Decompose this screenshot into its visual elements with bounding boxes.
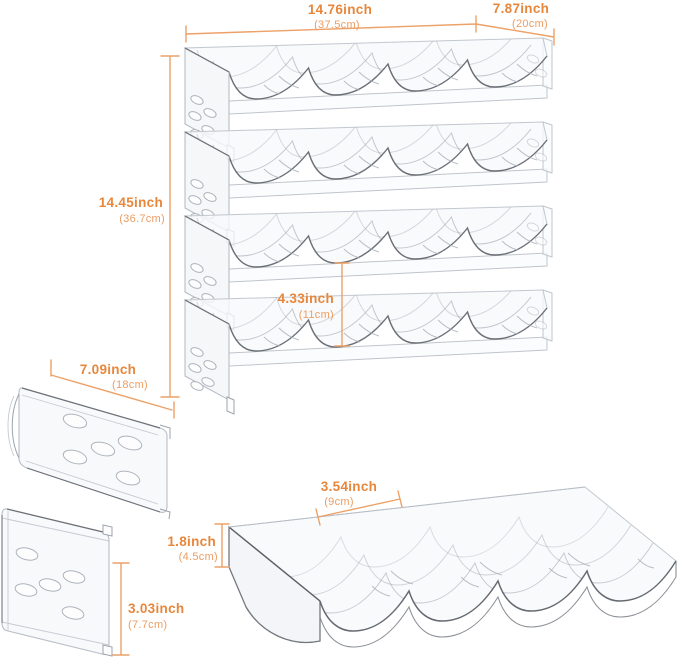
panel-width-label-cm: (18cm) [112,379,148,391]
width-label-inch: 14.76inch [308,2,372,17]
slot-width-label-inch: 3.54inch [321,479,377,494]
panel-width-label-inch: 7.09inch [80,362,136,377]
slot-width-label-cm: (9cm) [324,496,354,508]
tray-height-label-cm: (4.5cm) [179,551,218,563]
panel-width-dimension-line [50,359,175,419]
depth-label-inch: 7.87inch [493,1,549,16]
depth-label-cm: (20cm) [512,18,548,30]
height-label-inch: 14.45inch [99,195,163,210]
clearance-label-cm: (11cm) [299,309,334,321]
tray-height-label-inch: 1.8inch [167,534,216,549]
side-panel-tilted-illustration [7,387,171,520]
height-label-cm: (36.7cm) [119,213,165,225]
clearance-dimension-line [334,262,350,347]
panel-height-dimension-line [112,562,130,656]
single-tier-tray-illustration [228,486,677,648]
slot-width-dimension-line [315,490,403,526]
side-panel-front-illustration [1,508,113,657]
clearance-label-inch: 4.33inch [278,291,334,306]
tray-height-dimension-line [214,523,230,568]
width-label-cm: (37.5cm) [314,19,360,31]
height-dimension-line [160,55,180,398]
depth-dimension-line [475,23,555,46]
panel-height-label-cm: (7.7cm) [128,619,167,631]
panel-height-label-inch: 3.03inch [128,601,184,616]
stacked-organizer-illustration [185,34,552,414]
